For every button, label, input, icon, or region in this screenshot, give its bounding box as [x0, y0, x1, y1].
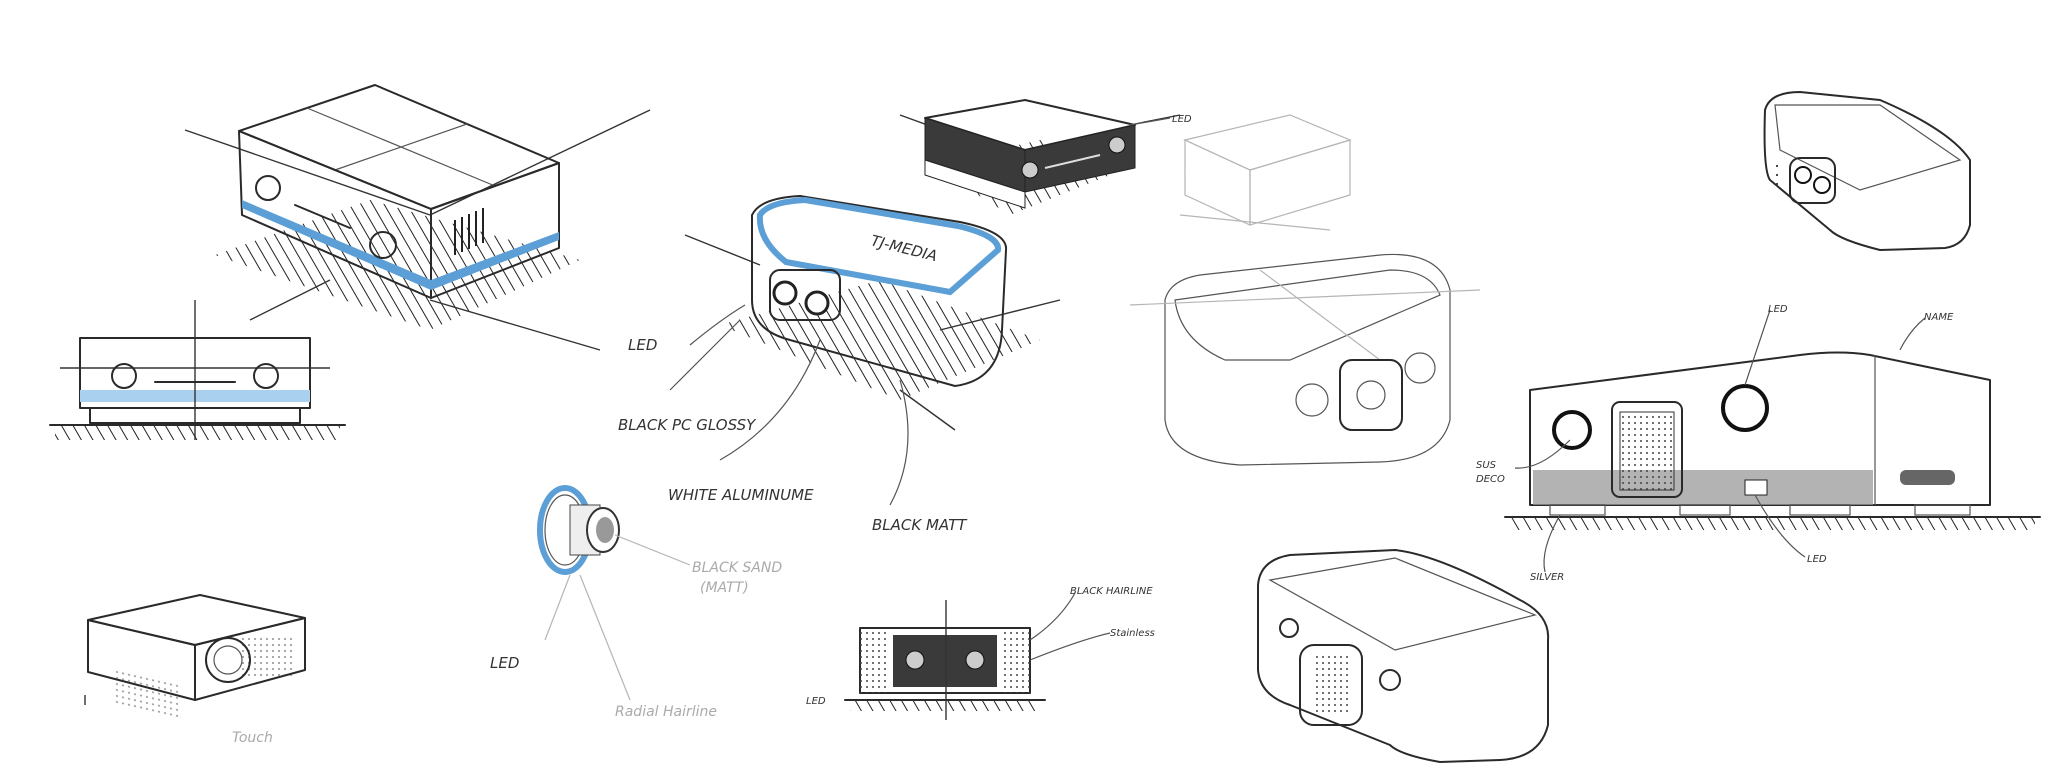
label-radial-hairline: Radial Hairline: [615, 704, 717, 720]
label-stainless: Stainless: [1110, 628, 1155, 639]
receiver-front-small-sketch: [844, 600, 1046, 720]
speaker-pencil-sketch: [1129, 253, 1481, 466]
label-led-right: LED: [1768, 304, 1788, 315]
speaker-dotted-sketch: TJ-MEDIA: [684, 195, 1061, 431]
label-black-pc-glossy: BLACK PC GLOSSY: [618, 416, 757, 434]
label-led-knob: LED: [490, 654, 519, 672]
faint-concept-sketch: [1179, 114, 1352, 231]
label-black-matt: BLACK MATT: [872, 516, 968, 534]
label-silver: SILVER: [1530, 572, 1564, 583]
receiver-right-marker-sketch: [1504, 351, 2041, 530]
label-white-aluminume: WHITE ALUMINUME: [668, 486, 814, 504]
label-black-sand-2: (MATT): [700, 580, 749, 596]
label-led-top: LED: [1172, 114, 1192, 125]
label-black-hairline: BLACK HAIRLINE: [1070, 586, 1153, 597]
receiver-front-sketch: [49, 300, 346, 440]
label-black-sand-1: BLACK SAND: [692, 560, 782, 576]
label-led-front: LED: [806, 696, 826, 707]
label-touch: Touch: [232, 730, 273, 746]
label-sus-deco-2: DECO: [1476, 474, 1505, 485]
label-led-bottom-right: LED: [1807, 554, 1827, 565]
receiver-dark-sketch: [899, 99, 1181, 215]
knob-detail-sketch: [537, 485, 691, 701]
speaker-top-right-sketch: [1763, 91, 1971, 251]
receiver-iso-sketch: [184, 84, 651, 351]
label-name-right: NAME: [1924, 312, 1954, 323]
annotation-leaders: [669, 117, 1926, 661]
receiver-small-sketch: [84, 594, 306, 723]
speaker-bottom-sketch: [1257, 549, 1550, 763]
label-sus-deco-1: SUS: [1476, 460, 1497, 471]
label-led-speaker: LED: [628, 336, 657, 354]
